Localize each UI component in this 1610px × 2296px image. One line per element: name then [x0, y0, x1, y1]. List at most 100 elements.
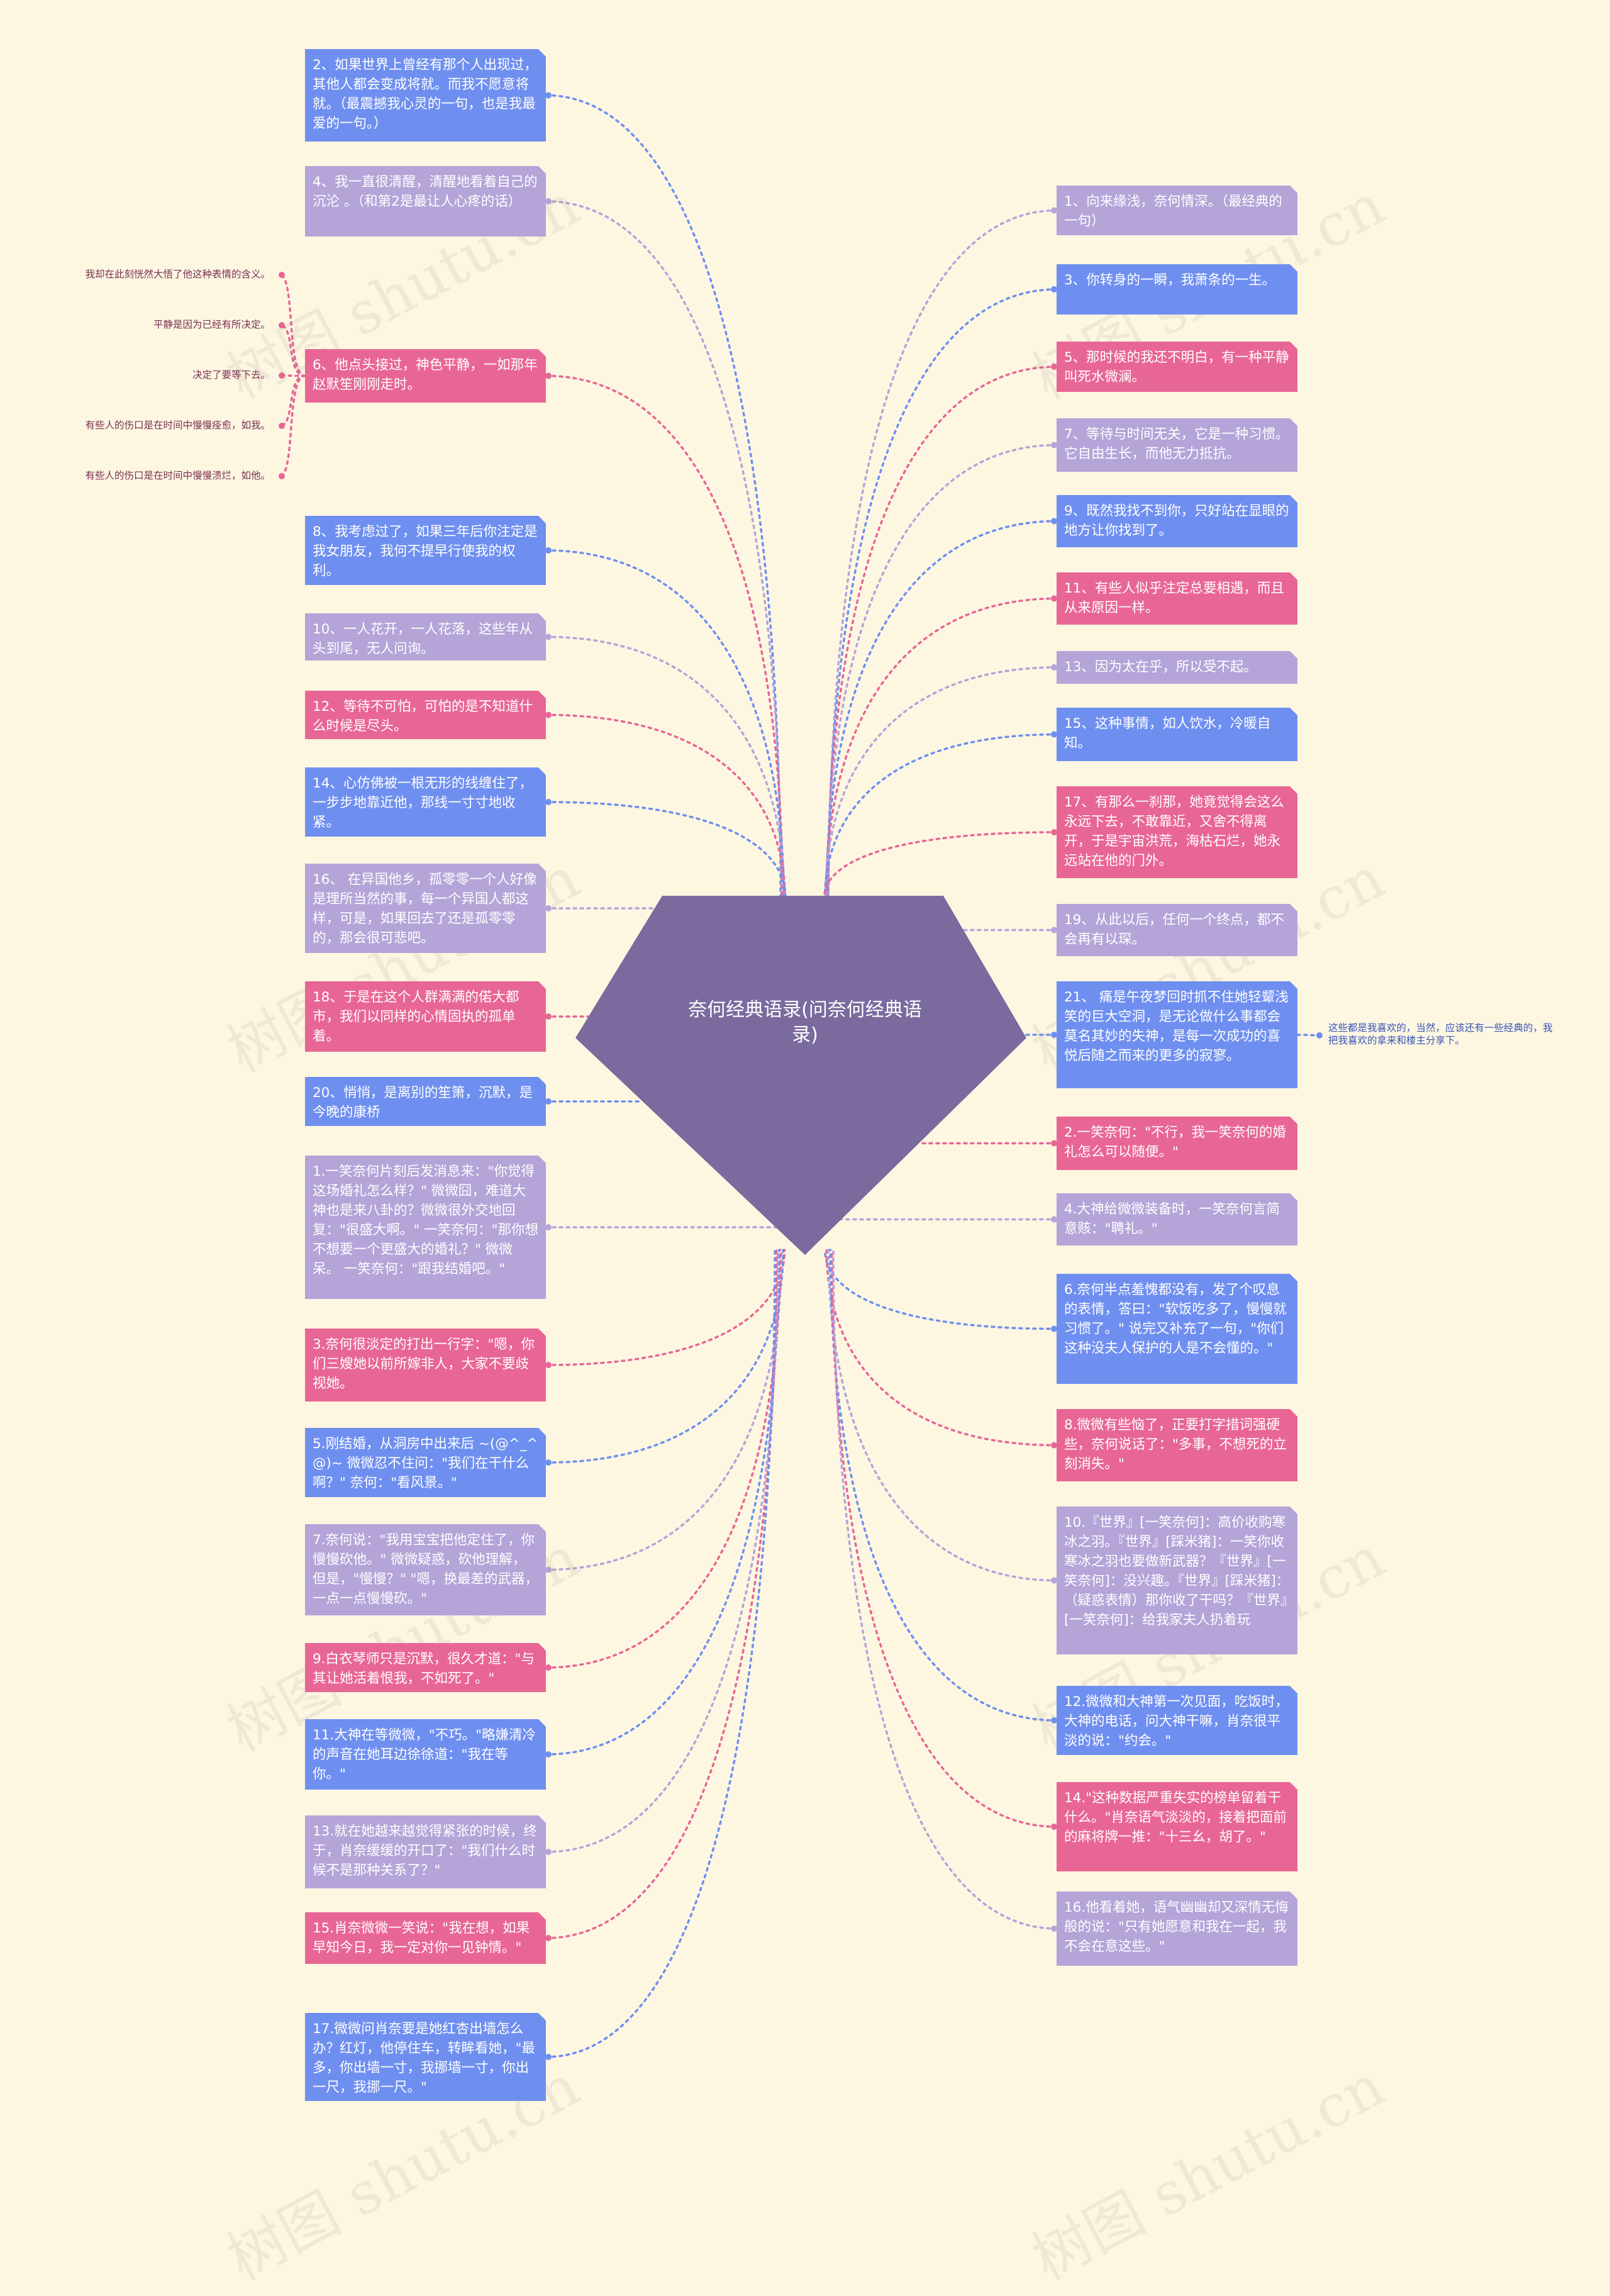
center-title[interactable]: 奈何经典语录(问奈何经典语录) — [688, 999, 922, 1046]
node-text: 3.奈何很淡定的打出一行字："嗯，你们三嫂她以前所嫁非人，大家不要歧视她。 — [313, 1337, 535, 1391]
left-topic-node[interactable]: 13.就在她越来越觉得紧张的时候，终于，肖奈缓缓的开口了："我们什么时候不是那种… — [305, 1815, 546, 1888]
sub-note[interactable]: 决定了要等下去。 — [192, 369, 270, 381]
connector-dot — [279, 322, 285, 328]
connector-line — [545, 200, 782, 898]
node-text: 7.奈何说："我用宝宝把他定住了，你慢慢砍他。" 微微疑惑，砍他理解，但是，"慢… — [313, 1532, 539, 1607]
left-topic-node[interactable]: 6、他点头接过，神色平静，一如那年赵默笙刚刚走时。 — [305, 349, 546, 403]
corner-fold — [538, 1077, 546, 1084]
node-text: 9.白衣琴师只是沉默，很久才道："与其让她活着恨我，不如死了。" — [313, 1651, 535, 1686]
right-topic-node[interactable]: 6.奈何半点羞愧都没有，发了个叹息的表情，答曰："软饭吃多了，慢慢就习惯了。" … — [1057, 1274, 1297, 1384]
connector-dot — [1051, 664, 1057, 671]
center-shape — [575, 896, 1026, 1255]
connector-dot — [279, 272, 285, 278]
right-topic-node[interactable]: 2.一笑奈何："不行，我一笑奈何的婚礼怎么可以随便。" — [1057, 1117, 1297, 1170]
connector-line — [827, 1249, 1058, 1582]
connector-line — [826, 443, 1058, 898]
connector-dot — [545, 905, 552, 911]
node-text: 11、有些人似乎注定总要相遇，而且从来原因一样。 — [1064, 581, 1284, 616]
corner-fold — [1290, 708, 1297, 715]
left-topic-node[interactable]: 10、一人花开，一人花落，这些年从头到尾，无人问询。 — [305, 613, 546, 660]
connector-line — [545, 374, 784, 898]
left-topic-node[interactable]: 14、心仿佛被一根无形的线缠住了，一步步地靠近他，那线一寸寸地收紧。 — [305, 767, 546, 837]
right-topic-node[interactable]: 13、因为太在乎，所以受不起。 — [1057, 651, 1297, 684]
node-text: 16、 在异国他乡，孤零零一个人好像是理所当然的事，每一个异国人都这样，可是，如… — [313, 872, 537, 946]
corner-fold — [1290, 418, 1297, 426]
connector-dot — [545, 2054, 552, 2060]
node-text: 3、你转身的一瞬，我萧条的一生。 — [1064, 272, 1276, 288]
node-text: 18、于是在这个人群满满的偌大都市，我们以同样的心情固执的孤单着。 — [313, 989, 519, 1044]
connector-dot — [1051, 286, 1057, 293]
node-text: 14、心仿佛被一根无形的线缠住了，一步步地靠近他，那线一寸寸地收紧。 — [313, 776, 533, 830]
connector-dot — [1051, 927, 1057, 933]
left-topic-node[interactable]: 17.微微问肖奈要是她红杏出墙怎么办？红灯，他停住车，转眸看她，"最多，你出墙一… — [305, 2013, 546, 2101]
left-topic-node[interactable]: 3.奈何很淡定的打出一行字："嗯，你们三嫂她以前所嫁非人，大家不要歧视她。 — [305, 1329, 546, 1402]
corner-fold — [1290, 786, 1297, 794]
connector-line — [545, 549, 785, 898]
left-topic-node[interactable]: 16、 在异国他乡，孤零零一个人好像是理所当然的事，每一个异国人都这样，可是，如… — [305, 864, 546, 953]
left-topic-node[interactable]: 7.奈何说："我用宝宝把他定住了，你慢慢砍他。" 微微疑惑，砍他理解，但是，"慢… — [305, 1524, 546, 1615]
connector-dot — [545, 1098, 552, 1105]
sub-note[interactable]: 平静是因为已经有所决定。 — [153, 319, 270, 330]
right-topic-node[interactable]: 16.他看着她，语气幽幽却又深情无悔般的说："只有她愿意和我在一起，我不会在意这… — [1057, 1892, 1297, 1966]
sub-note[interactable]: 有些人的伤口是在时间中慢慢痊愈，如我。 — [85, 420, 270, 431]
left-topic-node[interactable]: 4、我一直很清醒，清醒地看着自己的沉沦 。（和第2是最让人心疼的话） — [305, 166, 546, 237]
node-text: 21、 痛是午夜梦回时抓不住她轻颦浅笑的巨大空洞，是无论做什么事都会莫名其妙的失… — [1064, 989, 1289, 1064]
node-text: 6、他点头接过，神色平静，一如那年赵默笙刚刚走时。 — [313, 357, 538, 393]
right-topic-node[interactable]: 17、有那么一刹那，她竟觉得会这么永远下去，不敢靠近，又舍不得离开，于是宇宙洪荒… — [1057, 786, 1297, 878]
left-topic-node[interactable]: 18、于是在这个人群满满的偌大都市，我们以同样的心情固执的孤单着。 — [305, 981, 546, 1052]
corner-fold — [538, 1524, 546, 1532]
sub-note[interactable]: 这些都是我喜欢的，当然，应该还有一些经典的，我把我喜欢的拿来和楼主分享下。 — [1328, 1022, 1553, 1046]
right-topic-node[interactable]: 19、从此以后，任何一个终点，都不会再有以琛。 — [1057, 904, 1297, 956]
corner-fold — [1290, 1274, 1297, 1281]
left-topic-node[interactable]: 1.一笑奈何片刻后发消息来："你觉得这场婚礼怎么样？" 微微囧，难道大神也是来八… — [305, 1156, 546, 1299]
node-text: 1、向来缘浅，奈何情深。（最经典的一句） — [1064, 194, 1282, 229]
connector-line — [832, 1249, 1058, 1930]
left-topic-node[interactable]: 5.刚结婚，从洞房中出来后 ~(@^_^@)~ 微微忍不住问："我们在干什么啊？… — [305, 1428, 546, 1497]
corner-fold — [538, 1815, 546, 1823]
connector-dot — [545, 1664, 552, 1671]
connector-line — [545, 635, 786, 898]
connector-line — [825, 520, 1058, 898]
left-topic-node[interactable]: 20、悄悄，是离别的笙箫，沉默，是今晚的康桥 — [305, 1077, 546, 1126]
left-topic-node[interactable]: 2、如果世界上曾经有那个人出现过，其他人都会变成将就。而我不愿意将就。（最震撼我… — [305, 49, 546, 142]
sub-note[interactable]: 有些人的伤口是在时间中慢慢溃烂，如他。 — [85, 470, 270, 481]
left-topic-node[interactable]: 11.大神在等微微，"不巧。"略嫌清冷的声音在她耳边徐徐道："我在等你。" — [305, 1719, 546, 1790]
right-topic-node[interactable]: 4.大神给微微装备时，一笑奈何言简意赅："聘礼。" — [1057, 1193, 1297, 1246]
left-topic-node[interactable]: 15.肖奈微微一笑说："我在想，如果早知今日，我一定对你一见钟情。" — [305, 1912, 546, 1964]
corner-fold — [538, 1156, 546, 1163]
right-topic-node[interactable]: 15、这种事情，如人饮水，冷暖自知。 — [1057, 708, 1297, 761]
connector-line — [824, 733, 1058, 898]
node-text: 19、从此以后，任何一个终点，都不会再有以琛。 — [1064, 912, 1284, 947]
corner-fold — [538, 349, 546, 357]
connector-line — [823, 831, 1058, 898]
right-topic-node[interactable]: 3、你转身的一瞬，我萧条的一生。 — [1057, 264, 1297, 315]
node-text: 15、这种事情，如人饮水，冷暖自知。 — [1064, 716, 1271, 751]
right-topic-node[interactable]: 12.微微和大神第一次见面，吃饭时，大神的电话，问大神干嘛，肖奈很平淡的说："约… — [1057, 1686, 1297, 1755]
connector-dot — [545, 1751, 552, 1758]
corner-fold — [1290, 264, 1297, 272]
corner-fold — [538, 1428, 546, 1435]
connector-dot — [1051, 1442, 1057, 1449]
node-text: 8、我考虑过了，如果三年后你注定是我女朋友，我何不提早行使我的权利。 — [313, 524, 538, 579]
node-text: 15.肖奈微微一笑说："我在想，如果早知今日，我一定对你一见钟情。" — [313, 1920, 530, 1956]
corner-fold — [1290, 1892, 1297, 1899]
right-topic-node[interactable]: 11、有些人似乎注定总要相遇，而且从来原因一样。 — [1057, 572, 1297, 625]
connector-dot — [1051, 1824, 1057, 1830]
right-topic-node[interactable]: 14."这种数据严重失实的榜单留着干什么。"肖奈语气淡淡的，接着把面前的麻将牌一… — [1057, 1782, 1297, 1871]
right-topic-node[interactable]: 1、向来缘浅，奈何情深。（最经典的一句） — [1057, 186, 1297, 235]
left-topic-node[interactable]: 9.白衣琴师只是沉默，很久才道："与其让她活着恨我，不如死了。" — [305, 1643, 546, 1692]
corner-fold — [1290, 1507, 1297, 1514]
right-topic-node[interactable]: 5、那时候的我还不明白，有一种平静 叫死水微澜。 — [1057, 342, 1297, 392]
right-topic-node[interactable]: 9、既然我找不到你，只好站在显眼的地方让你找到了。 — [1057, 495, 1297, 547]
connector-line — [831, 1249, 1058, 1828]
corner-fold — [1290, 1193, 1297, 1201]
connector-dot — [279, 473, 285, 479]
right-topic-node[interactable]: 7、等待与时间无关，它是一种习惯。它自由生长，而他无力抵抗。 — [1057, 418, 1297, 472]
left-topic-node[interactable]: 8、我考虑过了，如果三年后你注定是我女朋友，我何不提早行使我的权利。 — [305, 516, 546, 585]
right-topic-node[interactable]: 21、 痛是午夜梦回时抓不住她轻颦浅笑的巨大空洞，是无论做什么事都会莫名其妙的失… — [1057, 981, 1297, 1088]
right-topic-node[interactable]: 10.『世界』[一笑奈何]：高价收购寒冰之羽。『世界』[踩米猪]：一笑你收寒冰之… — [1057, 1507, 1297, 1654]
right-topic-node[interactable]: 8.微微有些恼了，正要打字措词强硬些，奈何说话了："多事，不想死的立刻消失。" — [1057, 1409, 1297, 1481]
left-topic-node[interactable]: 12、等待不可怕，可怕的是不知道什么时候是尽头。 — [305, 691, 546, 739]
node-text: 10.『世界』[一笑奈何]：高价收购寒冰之羽。『世界』[踩米猪]：一笑你收寒冰之… — [1064, 1515, 1290, 1628]
sub-note[interactable]: 我却在此刻恍然大悟了他这种表情的含义。 — [85, 269, 270, 280]
